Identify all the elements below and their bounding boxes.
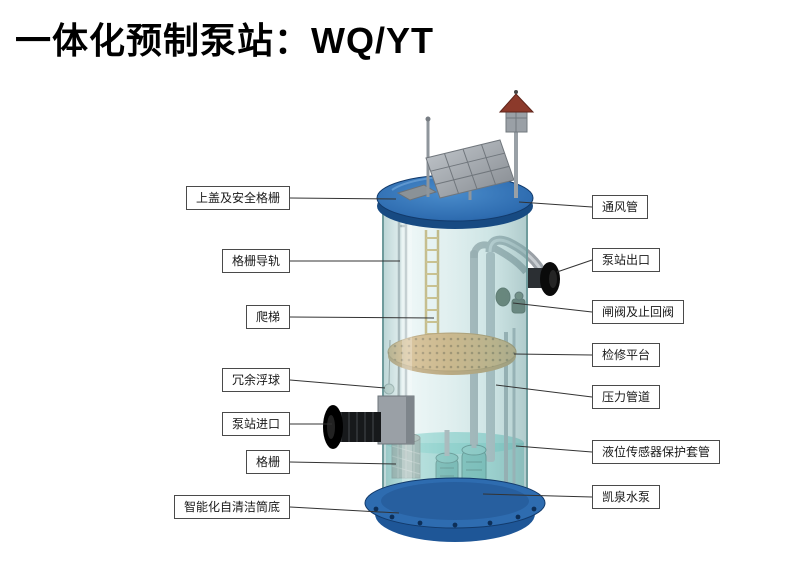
- label-gate-check-valve: 闸阀及止回阀: [592, 300, 685, 324]
- rooftop-equipment: [425, 90, 535, 200]
- page-title: 一体化预制泵站：WQ/YT: [15, 20, 434, 61]
- label-station-outlet: 泵站出口: [592, 248, 661, 272]
- tank-body: [382, 205, 528, 505]
- label-top-cover-safety-grille: 上盖及安全格栅: [185, 186, 290, 210]
- label-ladder: 爬梯: [245, 305, 290, 329]
- label-pressure-pipe: 压力管道: [592, 385, 661, 409]
- label-grille: 格栅: [245, 450, 290, 474]
- label-redundant-float: 冗余浮球: [221, 368, 290, 392]
- self-cleaning-base: [364, 477, 546, 542]
- inlet-pipe: [323, 395, 415, 449]
- callout-lines: [289, 197, 593, 514]
- label-level-sensor-sleeve: 液位传感器保护套管: [592, 440, 721, 464]
- label-station-inlet: 泵站进口: [221, 412, 290, 436]
- label-grille-guide-rail: 格栅导轨: [221, 249, 290, 273]
- label-kaiquan-pump: 凯泉水泵: [592, 485, 661, 509]
- solar-panel: [425, 139, 515, 200]
- outlet-flange: [528, 262, 560, 296]
- label-vent-pipe: 通风管: [592, 195, 649, 219]
- label-self-cleaning-base: 智能化自清洁筒底: [173, 495, 290, 519]
- vent-roof: [498, 93, 535, 113]
- flange-bolt-holes: [373, 506, 537, 528]
- vent-pipe: [498, 90, 535, 198]
- label-maintenance-platform: 检修平台: [592, 343, 661, 367]
